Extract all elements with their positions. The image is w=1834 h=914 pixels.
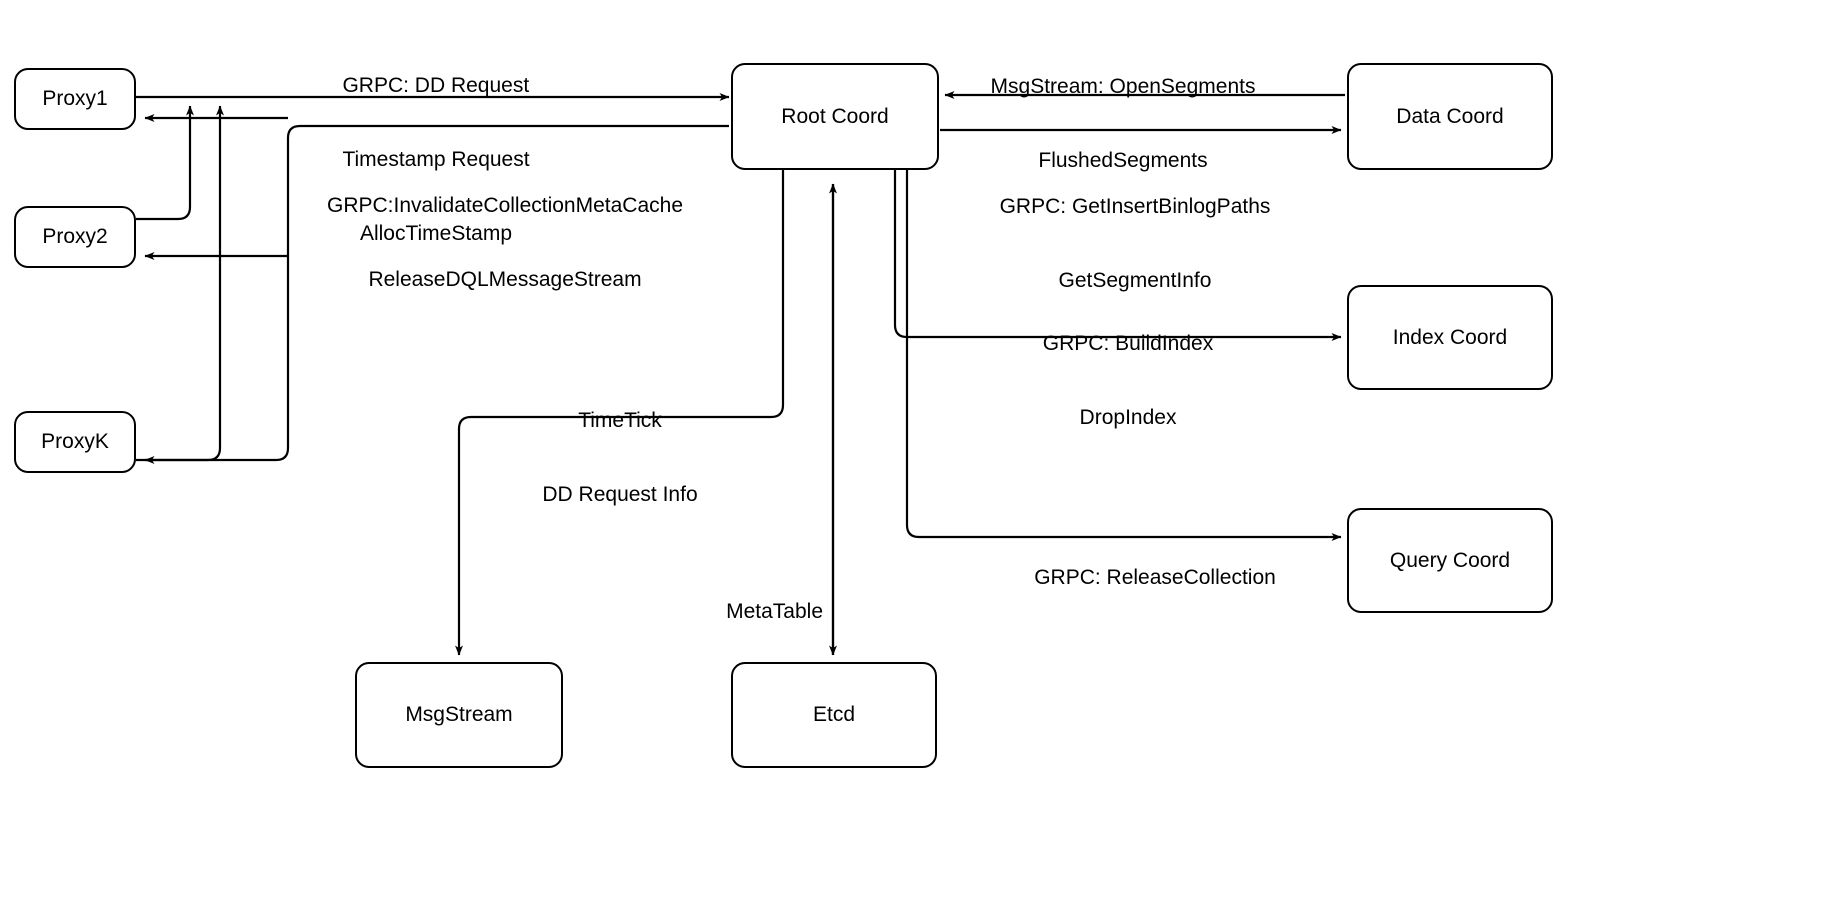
- node-proxy2-label: Proxy2: [42, 225, 108, 249]
- edge-label-proxy-to-root-line-3: AllocTimeStamp: [359, 222, 513, 246]
- edge-label-data-to-root-line-1: MsgStream: OpenSegments: [990, 74, 1256, 98]
- edge-label-root-to-query: GRPC: ReleaseCollection: [1034, 516, 1276, 640]
- node-msgstream[interactable]: MsgStream: [355, 662, 563, 768]
- node-proxyk[interactable]: ProxyK: [14, 411, 136, 473]
- node-etcd[interactable]: Etcd: [731, 662, 937, 768]
- edge-label-root-to-query-line-1: GRPC: ReleaseCollection: [1034, 565, 1276, 589]
- node-data-coord[interactable]: Data Coord: [1347, 63, 1553, 170]
- node-proxyk-label: ProxyK: [41, 430, 109, 454]
- connector-proxy2-to-root: [136, 105, 194, 221]
- connector-root-to-proxies-trunk: [144, 124, 729, 464]
- edge-label-root-to-index: GRPC: BuildIndex DropIndex: [1043, 282, 1213, 480]
- edge-label-root-to-proxy-line-1: GRPC:InvalidateCollectionMetaCache: [327, 193, 684, 217]
- edge-label-proxy-to-root-line-1: GRPC: DD Request: [342, 73, 530, 97]
- edge-label-root-to-index-line-2: DropIndex: [1079, 405, 1177, 429]
- edge-label-root-to-proxy-line-2: ReleaseDQLMessageStream: [368, 267, 642, 291]
- edge-label-root-to-etcd-line-1: MetaTable: [726, 599, 823, 623]
- edge-label-root-to-proxy: GRPC:InvalidateCollectionMetaCache Relea…: [327, 144, 683, 342]
- node-root-coord-label: Root Coord: [781, 104, 889, 128]
- edge-label-proxy-to-root: GRPC: DD Request Timestamp Request Alloc…: [342, 24, 529, 296]
- edge-label-root-to-data-line-2: GetSegmentInfo: [1058, 268, 1212, 292]
- node-index-coord-label: Index Coord: [1392, 325, 1508, 349]
- edge-label-data-to-root: MsgStream: OpenSegments FlushedSegments: [991, 25, 1256, 223]
- edge-label-root-to-msgstream-line-1: TimeTick: [578, 408, 662, 432]
- connector-root-to-query: [905, 170, 1342, 541]
- node-msgstream-label: MsgStream: [405, 703, 513, 727]
- edge-label-root-to-data: GRPC: GetInsertBinlogPaths GetSegmentInf…: [1000, 145, 1271, 343]
- node-proxy1[interactable]: Proxy1: [14, 68, 136, 130]
- connector-proxyk-to-root: [136, 105, 224, 462]
- edge-label-root-to-data-line-1: GRPC: GetInsertBinlogPaths: [999, 194, 1271, 218]
- node-root-coord[interactable]: Root Coord: [731, 63, 939, 170]
- edge-label-root-to-msgstream: TimeTick DD Request Info: [542, 359, 697, 557]
- node-index-coord[interactable]: Index Coord: [1347, 285, 1553, 390]
- edge-label-data-to-root-line-2: FlushedSegments: [1038, 148, 1208, 172]
- node-etcd-label: Etcd: [812, 703, 856, 727]
- node-proxy2[interactable]: Proxy2: [14, 206, 136, 268]
- node-data-coord-label: Data Coord: [1396, 104, 1504, 128]
- edge-label-root-to-etcd: MetaTable: [726, 550, 823, 674]
- edge-label-root-to-msgstream-line-2: DD Request Info: [542, 482, 698, 506]
- node-query-coord[interactable]: Query Coord: [1347, 508, 1553, 613]
- edge-label-root-to-index-line-1: GRPC: BuildIndex: [1042, 331, 1214, 355]
- node-proxy1-label: Proxy1: [42, 87, 108, 111]
- connector-root-to-msgstream: [455, 170, 785, 656]
- node-query-coord-label: Query Coord: [1389, 548, 1511, 572]
- edge-label-proxy-to-root-line-2: Timestamp Request: [342, 147, 530, 171]
